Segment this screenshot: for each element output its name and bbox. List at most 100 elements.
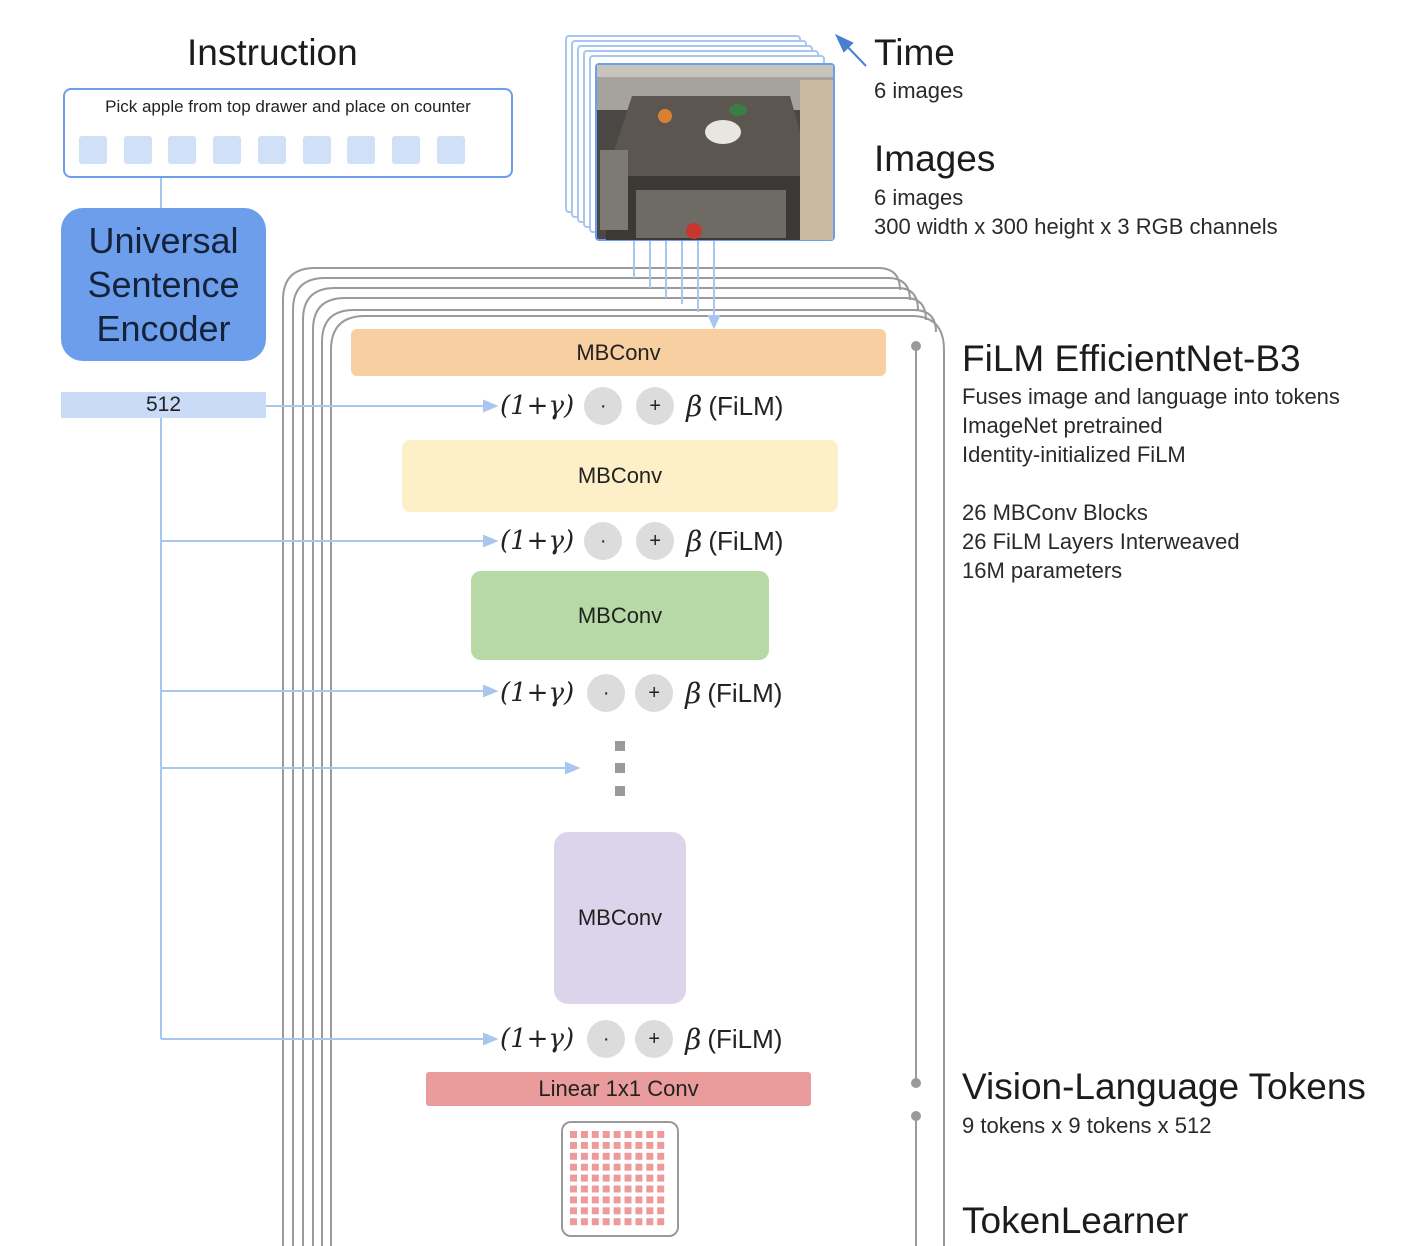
film-gamma: (1+γ)	[500, 678, 575, 708]
vl-token-cell	[646, 1174, 654, 1182]
vl-token-cell	[602, 1218, 610, 1226]
images-line-2: 300 width x 300 height x 3 RGB channels	[874, 214, 1278, 239]
vl-token-cell	[635, 1218, 643, 1226]
universal-sentence-encoder: Universal Sentence Encoder	[61, 208, 266, 361]
film-add-op: +	[636, 522, 675, 560]
efficientnet-line-1: Fuses image and language into tokens	[962, 384, 1340, 409]
film-multiply-op: ·	[584, 522, 623, 560]
embedding-dim-label: 512	[145, 393, 182, 416]
time-subtitle: 6 images	[874, 78, 964, 103]
token-grid	[570, 1131, 665, 1226]
vl-token-cell	[580, 1163, 588, 1171]
vl-token-cell	[570, 1207, 577, 1215]
film-layer-2: (1+γ) · + β (FiLM)	[500, 521, 783, 561]
image-drop-lines	[633, 240, 721, 330]
vl-token-cell	[591, 1196, 599, 1204]
vl-token-cell	[570, 1152, 577, 1160]
images-line-1: 6 images	[874, 185, 964, 210]
instruction-box[interactable]: Pick apple from top drawer and place on …	[63, 88, 513, 178]
instruction-title: Instruction	[187, 32, 358, 73]
vl-token-cell	[635, 1185, 643, 1193]
vl-token-cell	[635, 1207, 643, 1215]
film-beta: β	[686, 524, 703, 558]
instruction-token	[436, 136, 465, 164]
film-add-op: +	[635, 674, 674, 712]
efficientnet-frame-stack	[282, 267, 945, 1246]
instruction-token	[302, 136, 331, 164]
instruction-token	[79, 136, 107, 164]
vl-token-cell	[624, 1141, 632, 1149]
vl-token-cell	[591, 1185, 599, 1193]
vl-token-cell	[635, 1141, 643, 1149]
film-add-op: +	[636, 387, 675, 425]
images-title: Images	[874, 138, 996, 179]
vl-token-cell	[657, 1207, 665, 1215]
film-layer-4: (1+γ) · + β (FiLM)	[500, 1019, 782, 1059]
encoder-label-line-1: Universal	[88, 219, 239, 261]
mbconv-block-4-label: MBConv	[577, 905, 663, 930]
vl-token-cell	[657, 1163, 665, 1171]
vl-token-cell	[580, 1207, 588, 1215]
instruction-token	[257, 136, 286, 164]
vl-token-cell	[613, 1163, 621, 1171]
vl-token-cell	[624, 1131, 632, 1138]
instruction-token	[168, 136, 197, 164]
encoder-label-line-2: Sentence	[87, 263, 240, 305]
vl-token-cell	[591, 1141, 599, 1149]
film-gamma: (1+γ)	[500, 526, 575, 556]
vl-token-cell	[624, 1218, 632, 1226]
efficientnet-line-2: ImageNet pretrained	[962, 413, 1163, 438]
film-multiply-op: ·	[584, 387, 623, 425]
encoder-label-line-3: Encoder	[96, 307, 231, 349]
vl-token-cell	[635, 1174, 643, 1182]
vl-token-cell	[646, 1196, 654, 1204]
vl-token-cell	[613, 1218, 621, 1226]
embedding-dim-badge: 512	[61, 392, 266, 418]
film-gamma: (1+γ)	[500, 1024, 575, 1054]
vl-token-cell	[602, 1207, 610, 1215]
vl-tokens-subtitle: 9 tokens x 9 tokens x 512	[962, 1113, 1212, 1138]
film-multiply-op: ·	[587, 674, 626, 712]
instruction-token	[391, 136, 420, 164]
film-add-op: +	[635, 1020, 674, 1058]
efficientnet-line-5: 26 MBConv Blocks	[962, 500, 1148, 525]
vl-token-cell	[591, 1207, 599, 1215]
film-beta: β	[685, 1022, 702, 1056]
vl-token-cell	[613, 1185, 621, 1193]
film-beta: β	[685, 676, 702, 710]
film-multiply-op: ·	[587, 1020, 626, 1058]
vl-token-cell	[591, 1163, 599, 1171]
vl-token-cell	[646, 1185, 654, 1193]
vl-token-cell	[613, 1152, 621, 1160]
vl-token-cell	[646, 1152, 654, 1160]
time-arrow	[834, 33, 867, 67]
vl-token-cell	[624, 1207, 632, 1215]
vl-token-cell	[580, 1196, 588, 1204]
instruction-token	[123, 136, 152, 164]
vl-token-cell	[580, 1218, 588, 1226]
vl-token-cell	[570, 1196, 577, 1204]
vl-token-cell	[613, 1141, 621, 1149]
vl-token-cell	[646, 1207, 654, 1215]
vl-token-cell	[602, 1131, 610, 1138]
vl-token-cell	[657, 1196, 665, 1204]
vl-token-cell	[624, 1174, 632, 1182]
linear-conv-label: Linear 1x1 Conv	[538, 1076, 699, 1101]
film-layer-3: (1+γ) · + β (FiLM)	[500, 673, 782, 713]
vl-token-cell	[635, 1131, 643, 1138]
ellipsis-dots	[615, 741, 625, 796]
vl-token-cell	[602, 1196, 610, 1204]
efficientnet-line-6: 26 FiLM Layers Interweaved	[962, 529, 1240, 554]
vl-token-cell	[602, 1185, 610, 1193]
vl-token-cell	[570, 1141, 577, 1149]
vl-token-cell	[591, 1131, 599, 1138]
vl-token-cell	[613, 1207, 621, 1215]
vl-token-cell	[657, 1185, 665, 1193]
vl-token-cell	[624, 1163, 632, 1171]
vl-token-cell	[570, 1174, 577, 1182]
camera-image	[595, 63, 835, 241]
efficientnet-line-7: 16M parameters	[962, 558, 1123, 583]
film-label: (FiLM)	[707, 1023, 783, 1054]
mbconv-block-4: MBConv	[554, 832, 686, 1004]
